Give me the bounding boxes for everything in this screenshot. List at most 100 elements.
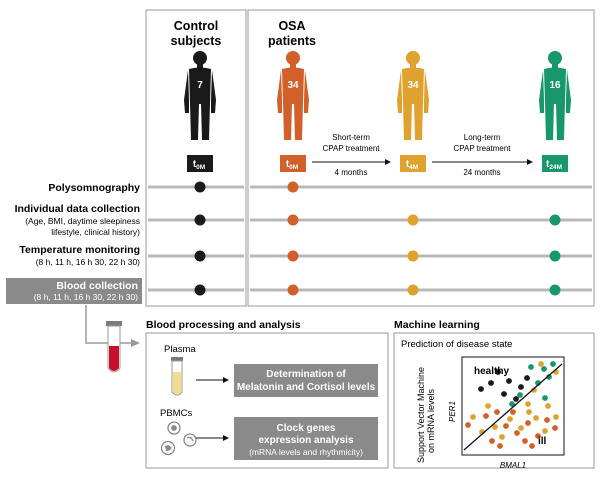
pbmc-cells-icon — [160, 421, 197, 456]
collection-dot-0-1 — [287, 181, 299, 193]
scatter-point-32 — [483, 413, 489, 419]
row-individual-data-detail2: lifestyle, clinical history) — [51, 227, 140, 237]
scatter-point-27 — [553, 414, 559, 420]
svm-decision-line — [463, 363, 563, 451]
row-individual-data: Individual data collection — [15, 203, 140, 215]
scatter-point-14 — [542, 395, 548, 401]
scatter-point-35 — [514, 430, 520, 436]
group-count-1: 34 — [287, 80, 299, 91]
hormone-box-line1: Determination of — [266, 369, 346, 380]
collection-dot-3-2 — [407, 284, 419, 296]
scatter-point-7 — [478, 386, 484, 392]
scatter-point-28 — [499, 434, 505, 440]
scatter-point-22 — [485, 403, 491, 409]
scatter-point-2 — [518, 384, 524, 390]
pbmcs-label: PBMCs — [160, 408, 192, 419]
scatter-point-18 — [531, 387, 537, 393]
short-term-line2: CPAP treatment — [322, 144, 380, 153]
row-individual-data-detail1: (Age, BMI, daytime sleepiness — [25, 216, 140, 226]
scatter-point-0 — [495, 369, 501, 375]
hormone-box-line2: Melatonin and Cortisol levels — [237, 382, 376, 393]
group-count-2: 34 — [407, 80, 419, 91]
ml-subtitle: Prediction of disease state — [401, 339, 512, 350]
blood-panel-title: Blood processing and analysis — [146, 319, 301, 331]
svm-label-line2: on mRNA levels — [426, 388, 436, 453]
pbmc-arrowhead — [223, 435, 229, 441]
row-blood-collection: Blood collection — [56, 280, 138, 292]
collection-dot-3-1 — [287, 284, 299, 296]
scatter-point-4 — [501, 391, 507, 397]
long-term-line2: CPAP treatment — [453, 144, 511, 153]
control-panel-frame — [145, 9, 247, 307]
short-term-line1: Short-term — [332, 133, 370, 142]
per1-axis-label: PER1 — [448, 401, 457, 422]
control-label-line2: subjects — [171, 34, 222, 48]
row-polysomnography: Polysomnography — [48, 182, 140, 194]
long-term-line1: Long-term — [464, 133, 501, 142]
osa-panel-frame — [247, 9, 595, 307]
ml-panel-frame — [393, 332, 595, 469]
collection-dot-0-0 — [194, 181, 206, 193]
person-figure-0: 7 — [184, 51, 216, 140]
collection-dot-1-1 — [287, 214, 299, 226]
scatter-point-25 — [518, 425, 524, 431]
scatter-point-41 — [510, 409, 516, 415]
person-figure-2: 34 — [397, 51, 429, 140]
blood-collection-box — [6, 278, 142, 304]
ill-label: ill — [538, 436, 547, 447]
scatter-point-37 — [535, 433, 541, 439]
collection-dot-1-0 — [194, 214, 206, 226]
scatter-point-12 — [550, 361, 556, 367]
row-temperature: Temperature monitoring — [19, 244, 140, 256]
collection-dot-2-0 — [194, 250, 206, 262]
scatter-point-31 — [525, 401, 531, 407]
scatter-point-16 — [538, 361, 544, 367]
row-temperature-detail: (8 h, 11 h, 16 h 30, 22 h 30) — [36, 257, 140, 267]
scatter-point-9 — [541, 366, 547, 372]
scatter-point-8 — [528, 364, 534, 370]
scatter-point-23 — [492, 424, 498, 430]
collection-dot-1-3 — [549, 214, 561, 226]
scatter-point-43 — [465, 422, 471, 428]
scatter-point-24 — [507, 416, 513, 422]
scatter-point-21 — [470, 414, 476, 420]
scatter-point-13 — [517, 392, 523, 398]
short-term-arrowhead — [385, 159, 391, 165]
collection-dot-1-2 — [407, 214, 419, 226]
clock-box-line2: expression analysis — [258, 435, 353, 446]
clock-genes-box — [234, 417, 378, 460]
plasma-arrowhead — [223, 377, 229, 383]
blood-connector-arrowhead — [131, 339, 140, 347]
timepoint-badge-2: t4M — [400, 155, 426, 172]
osa-label-line2: patients — [268, 34, 316, 48]
collection-dot-3-3 — [549, 284, 561, 296]
person-figure-3: 16 — [539, 51, 571, 140]
scatter-point-3 — [488, 380, 494, 386]
clock-box-line3: (mRNA levels and rhythmicity) — [249, 447, 363, 457]
short-term-line3: 4 months — [335, 168, 368, 177]
scatter-point-20 — [526, 409, 532, 415]
ml-panel-title: Machine learning — [394, 319, 480, 331]
blood-tube-icon — [106, 321, 122, 373]
timepoint-badge-1: t0M — [280, 155, 306, 172]
plasma-tube-icon — [171, 357, 183, 396]
group-count-0: 7 — [197, 80, 203, 91]
timepoint-badge-0: t0M — [187, 155, 213, 172]
scatter-point-15 — [509, 401, 515, 407]
scatter-point-45 — [529, 443, 535, 449]
plasma-label: Plasma — [164, 344, 196, 355]
bmal1-axis-label: BMAL1 — [500, 461, 526, 470]
scatter-point-19 — [545, 403, 551, 409]
healthy-label: healthy — [474, 366, 509, 377]
scatter-point-1 — [506, 378, 512, 384]
clock-box-line1: Clock genes — [277, 423, 336, 434]
scatter-point-33 — [494, 409, 500, 415]
long-term-line3: 24 months — [463, 168, 500, 177]
hormone-box — [234, 364, 378, 397]
scatter-point-29 — [542, 428, 548, 434]
scatter-point-42 — [522, 438, 528, 444]
scatter-point-26 — [533, 415, 539, 421]
svm-label-line1: Support Vector Machine — [416, 367, 426, 463]
row-blood-collection-detail: (8 h, 11 h, 16 h 30, 22 h 30) — [34, 292, 138, 302]
